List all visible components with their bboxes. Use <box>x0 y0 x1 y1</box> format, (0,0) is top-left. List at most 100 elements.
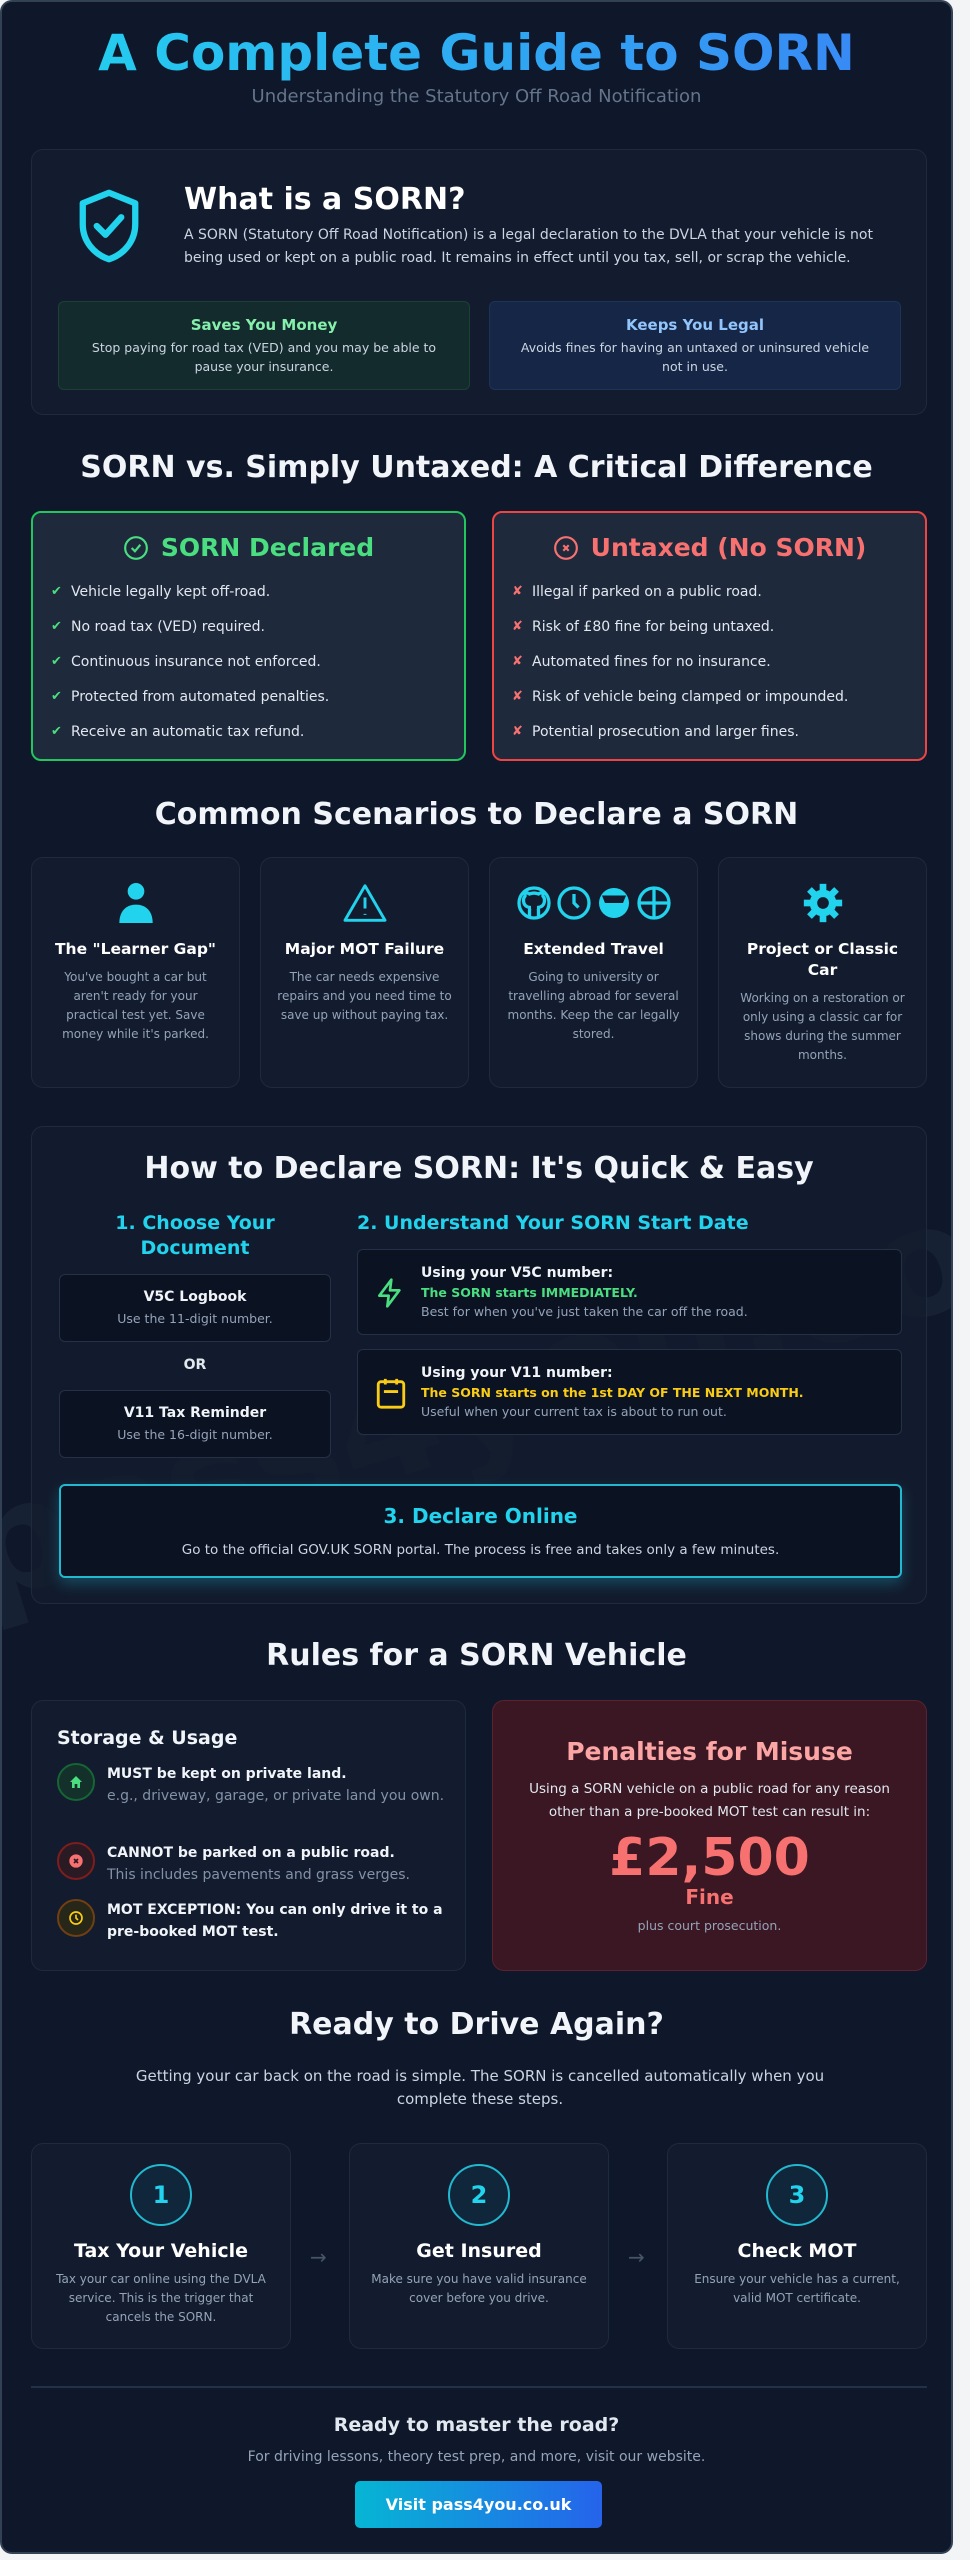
doc-text: Use the 11-digit number. <box>117 1311 273 1326</box>
card-title: Untaxed (No SORN) <box>590 533 867 562</box>
doc-text: Use the 16-digit number. <box>117 1427 273 1442</box>
start-highlight: The SORN starts on the 1st DAY OF THE NE… <box>421 1385 804 1400</box>
list-item: ✘ Illegal if parked on a public road. <box>512 574 925 609</box>
arrow-right-icon: → <box>310 2245 327 2269</box>
person-icon <box>118 883 153 923</box>
rule-text: e.g., driveway, garage, or private land … <box>107 1788 445 1804</box>
page-subtitle: Understanding the Statutory Off Road Not… <box>251 86 702 107</box>
arrow-right-icon: → <box>628 2245 645 2269</box>
start-text: Useful when your current tax is about to… <box>421 1404 727 1419</box>
cross-icon: ✘ <box>512 619 523 634</box>
howto-heading: How to Declare SORN: It's Quick & Easy <box>144 1151 814 1186</box>
check-icon: ✔ <box>51 619 62 634</box>
rule-text: This includes pavements and grass verges… <box>107 1867 410 1883</box>
home-icon <box>70 1776 82 1788</box>
fine-label: Fine <box>685 1885 734 1909</box>
scenario-card: Extended Travel Going to university or t… <box>489 857 698 1088</box>
step-title: Get Insured <box>416 2240 542 2262</box>
list-item: ✔Protected from automated penalties. <box>51 679 464 714</box>
step-number: 1 <box>130 2164 192 2226</box>
ready-heading: Ready to Drive Again? <box>289 2007 664 2042</box>
benefit-saves-money: Saves You Money Stop paying for road tax… <box>58 301 470 390</box>
clock-icon <box>556 886 591 920</box>
step1-title: 1. Choose Your Document <box>115 1212 275 1259</box>
cross-icon: ✘ <box>512 584 523 599</box>
step-card: 3 Check MOT Ensure your vehicle has a cu… <box>667 2143 927 2349</box>
page-title: A Complete Guide to SORN <box>2 24 951 82</box>
doc-title: V5C Logbook <box>143 1289 247 1305</box>
list-item: ✔ Receive an automatic tax refund. <box>51 714 464 749</box>
start-date-v5c: Using your V5C number: The SORN starts I… <box>357 1249 902 1335</box>
github-icon <box>516 886 551 920</box>
step-text: Make sure you have valid insurance cover… <box>371 2272 587 2305</box>
globe-icon <box>636 886 671 920</box>
cross-icon: ✘ <box>512 654 523 669</box>
untaxed-card: Untaxed (No SORN) ✘ Illegal if parked on … <box>492 511 927 761</box>
list-item-text: Risk of £80 fine for being untaxed. <box>532 618 775 635</box>
check-icon: ✔ <box>51 584 62 599</box>
rule-item: MOT EXCEPTION: You can only drive it to … <box>57 1899 447 1943</box>
gear-icon <box>803 883 842 923</box>
cross-icon: ✘ <box>512 724 523 739</box>
visit-website-button[interactable]: Visit pass4you.co.uk <box>355 2481 602 2528</box>
rules-heading: Rules for a SORN Vehicle <box>266 1638 687 1673</box>
clock-icon <box>69 1911 83 1925</box>
calendar-icon <box>376 1378 406 1409</box>
list-item-text: Potential prosecution and larger fines. <box>532 723 799 740</box>
what-is-sorn-card: What is a SORN? A SORN (Statutory Off Ro… <box>31 149 927 415</box>
step-text: Ensure your vehicle has a current, valid… <box>694 2272 900 2305</box>
start-date-v11: Using your V11 number: The SORN starts o… <box>357 1349 902 1435</box>
doc-title: V11 Tax Reminder <box>123 1405 267 1421</box>
step-card: 2 Get Insured Make sure you have valid i… <box>349 2143 609 2349</box>
list-item: ✘Automated fines for no insurance. <box>512 644 925 679</box>
scenario-card: Project or Classic Car Working on a rest… <box>718 857 927 1088</box>
x-circle-icon <box>553 535 578 560</box>
scenario-card: The "Learner Gap" You've bought a car bu… <box>31 857 240 1088</box>
step-number: 3 <box>766 2164 828 2226</box>
card-title: SORN Declared <box>160 533 375 562</box>
benefit-keeps-legal: Keeps You Legal Avoids fines for having … <box>489 301 901 390</box>
list-item-text: Continuous insurance not enforced. <box>71 653 321 670</box>
step3-title: 3. Declare Online <box>383 1504 578 1528</box>
shield-check-icon <box>79 189 139 263</box>
x-circle-icon <box>69 1854 83 1868</box>
card-title: Penalties for Misuse <box>566 1737 853 1766</box>
sorn-declared-card: SORN Declared ✔Vehicle legally kept off-… <box>31 511 466 761</box>
scenario-text: You've bought a car but aren't ready for… <box>62 970 209 1041</box>
list-item-text: No road tax (VED) required. <box>71 618 265 635</box>
check-icon: ✔ <box>51 689 62 704</box>
list-item: ✔Vehicle legally kept off-road. <box>51 574 464 609</box>
benefit-title: Saves You Money <box>190 316 338 334</box>
scenario-title: Major MOT Failure <box>284 940 445 958</box>
list-item: ✘ Risk of £80 fine for being untaxed. <box>512 609 925 644</box>
section-text: A SORN (Statutory Off Road Notification)… <box>184 227 873 266</box>
card-title: Storage & Usage <box>57 1727 238 1749</box>
step-title: Check MOT <box>737 2240 857 2262</box>
scenario-card: Major MOT Failure The car needs expensiv… <box>260 857 469 1088</box>
start-title: Using your V11 number: <box>421 1365 613 1381</box>
benefit-text: Stop paying for road tax (VED) and you m… <box>91 340 437 374</box>
rule-item: CANNOT be parked on a public road. This i… <box>57 1842 410 1886</box>
ready-text: Getting your car back on the road is sim… <box>135 2067 825 2108</box>
lightning-icon <box>378 1278 401 1308</box>
penalties-card: Penalties for Misuse Using a SORN vehicl… <box>492 1700 927 1971</box>
scenario-title: Extended Travel <box>523 940 664 958</box>
mask-icon <box>598 888 629 918</box>
rule-title: CANNOT be parked on a public road. <box>107 1845 395 1861</box>
compare-heading: SORN vs. Simply Untaxed: A Critical Diff… <box>80 450 873 485</box>
warning-icon <box>343 884 386 922</box>
step-text: Tax your car online using the DVLA servi… <box>56 2272 266 2324</box>
step3-text: Go to the official GOV.UK SORN portal. T… <box>181 1542 780 1558</box>
list-item-text: Receive an automatic tax refund. <box>71 723 305 740</box>
doc-v11: V11 Tax Reminder Use the 16-digit number… <box>59 1390 331 1458</box>
check-icon: ✔ <box>51 724 62 739</box>
step-card: 1 Tax Your Vehicle Tax your car online u… <box>31 2143 291 2349</box>
list-item-text: Illegal if parked on a public road. <box>532 583 762 600</box>
start-highlight: The SORN starts IMMEDIATELY. <box>421 1285 638 1300</box>
footer-text: For driving lessons, theory test prep, a… <box>247 2449 706 2465</box>
scenario-text: The car needs expensive repairs and you … <box>277 970 452 1022</box>
step2-title: 2. Understand Your SORN Start Date <box>357 1212 749 1234</box>
step-number: 2 <box>448 2164 510 2226</box>
sorn-benefits-list: ✔Vehicle legally kept off-road.✔No road … <box>33 574 464 749</box>
